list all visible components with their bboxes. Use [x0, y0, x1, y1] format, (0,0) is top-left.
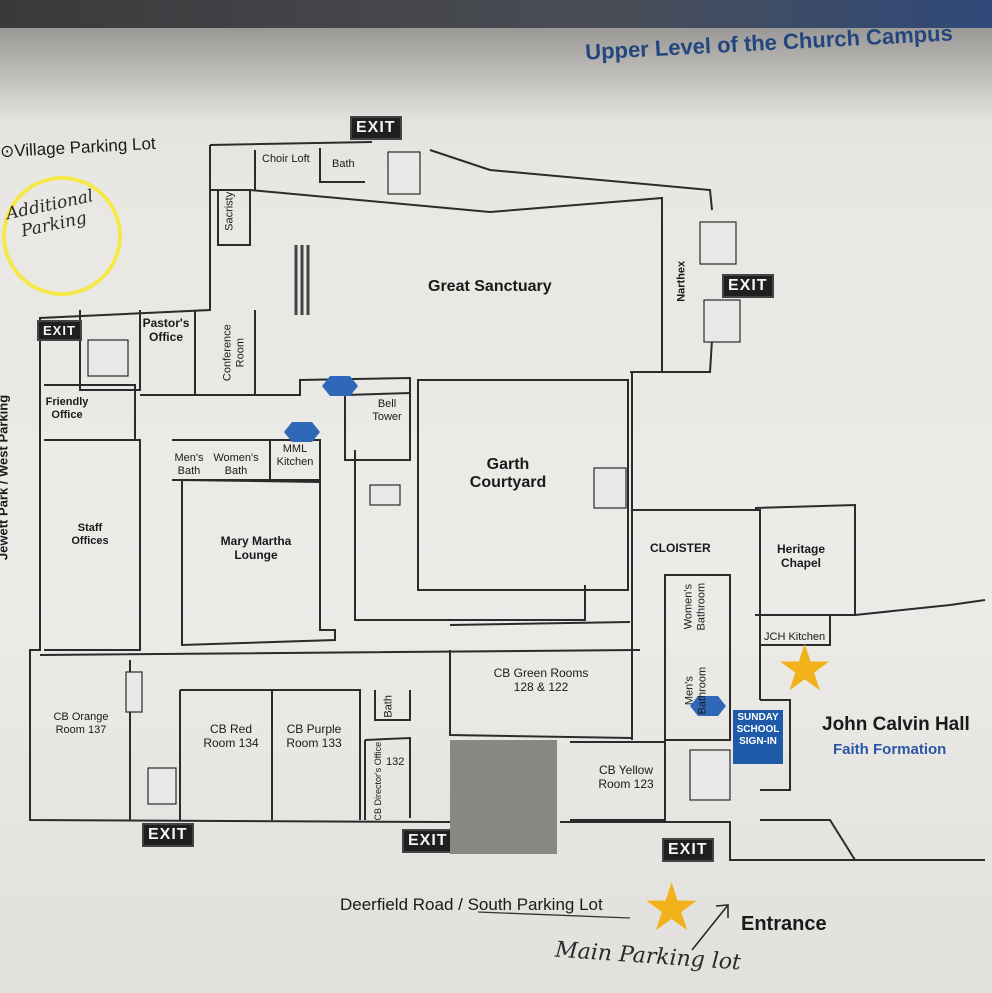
- cb-yellow-label: CB Yellow Room 123: [598, 763, 654, 791]
- entrance-wall: [760, 819, 856, 861]
- bath-lower-label: Bath: [382, 695, 395, 718]
- wall: [29, 145, 441, 823]
- mml-kitchen-label: MML Kitchen: [276, 443, 314, 468]
- cloister-wall: [632, 509, 761, 741]
- mens-bathroom-label: Men's Bathroom: [683, 666, 708, 715]
- background-band: [0, 0, 992, 28]
- bell-tower-wall: [344, 391, 411, 461]
- director-office-wall: [364, 736, 411, 820]
- deerfield-road-label: Deerfield Road / South Parking Lot: [340, 895, 603, 914]
- cb-green-wall: [449, 650, 633, 740]
- arrow-marker: [284, 422, 320, 442]
- arrow-marker: [690, 696, 726, 716]
- entrance-label: Entrance: [741, 913, 827, 935]
- womens-bathroom-label: Women's Bathroom: [682, 582, 707, 631]
- underline: [477, 911, 631, 919]
- west-parking-label: Jewett Park / West Parking: [0, 394, 11, 561]
- womens-bath-label: Women's Bath: [213, 452, 259, 477]
- courtyard-wall: [417, 379, 629, 591]
- lower-corridor: [39, 621, 641, 656]
- cloister-label: CLOISTER: [650, 541, 711, 555]
- stairs-group: [87, 151, 741, 805]
- exit-sign: EXIT: [37, 320, 82, 341]
- map-pin-icon: ⊙: [0, 141, 15, 162]
- wall: [440, 821, 985, 861]
- exit-sign: EXIT: [662, 838, 714, 862]
- arrow-markers: [284, 376, 726, 716]
- john-calvin-wall: [760, 599, 986, 791]
- narthex-label: Narthex: [675, 260, 688, 302]
- stairs: [699, 221, 737, 265]
- staff-offices-label: Staff Offices: [71, 522, 109, 547]
- arrow-marker: [322, 376, 358, 396]
- stairs: [703, 299, 741, 343]
- exit-sign: EXIT: [402, 829, 454, 853]
- pastors-office-label: Pastor's Office: [142, 316, 190, 344]
- exit-sign: EXIT: [350, 116, 402, 140]
- stairs: [387, 151, 421, 195]
- stairs: [369, 484, 401, 506]
- jch-kitchen-wall: [760, 614, 831, 646]
- john-calvin-hall-label: John Calvin Hall: [822, 714, 970, 735]
- bath-label: Bath: [332, 158, 355, 170]
- choir-loft-label: Choir Loft: [262, 153, 310, 165]
- sacristy-wall: [210, 189, 251, 246]
- cb-directors-office-label: CB Director's Office: [372, 741, 383, 821]
- stair-lines: [294, 245, 310, 315]
- bath-lower-wall: [374, 690, 411, 721]
- redaction-box: [450, 740, 557, 854]
- heritage-chapel-label: Heritage Chapel: [776, 542, 826, 570]
- cb-orange-label: CB Orange Room 137: [53, 711, 109, 736]
- stairs: [593, 467, 627, 509]
- stairs: [87, 339, 129, 377]
- conference-room-label: Conference Room: [221, 324, 246, 382]
- sacristy-label: Sacristy: [223, 191, 236, 231]
- garth-courtyard-label: Garth Courtyard: [469, 456, 547, 492]
- classroom-walls: [129, 660, 361, 820]
- choir-loft-wall: [254, 148, 365, 190]
- cb-red-label: CB Red Room 134: [203, 722, 259, 750]
- mens-bath-label: Men's Bath: [174, 452, 204, 477]
- cb-yellow-wall: [570, 741, 666, 821]
- jch-kitchen-label: JCH Kitchen: [764, 631, 826, 643]
- stairs: [689, 749, 731, 801]
- lounge-wall: [181, 479, 336, 647]
- stairs: [125, 671, 143, 713]
- additional-parking-circle: [2, 176, 122, 296]
- mary-martha-lounge-label: Mary Martha Lounge: [220, 534, 292, 562]
- star-icon: ★: [776, 632, 834, 704]
- entrance-arrow: [691, 904, 729, 951]
- courtyard-corridor: [354, 450, 586, 621]
- cb-purple-label: CB Purple Room 133: [286, 722, 342, 750]
- sanctuary-wall: [249, 189, 663, 372]
- exit-sign: EXIT: [722, 274, 774, 298]
- great-sanctuary-label: Great Sanctuary: [428, 278, 552, 295]
- staff-offices-wall: [44, 439, 141, 651]
- exit-sign: EXIT: [142, 823, 194, 847]
- wall: [209, 141, 713, 740]
- room-132-label: 132: [386, 756, 405, 768]
- star-icon: ★: [642, 870, 702, 944]
- bell-tower-label: Bell Tower: [372, 398, 402, 423]
- cb-green-label: CB Green Rooms 128 & 122: [493, 666, 589, 694]
- sunday-school-sign-in: SUNDAY SCHOOL SIGN-IN: [733, 710, 783, 764]
- friendly-office-label: Friendly Office: [45, 396, 89, 421]
- stairs: [147, 767, 177, 805]
- faith-formation-label: Faith Formation: [833, 741, 947, 758]
